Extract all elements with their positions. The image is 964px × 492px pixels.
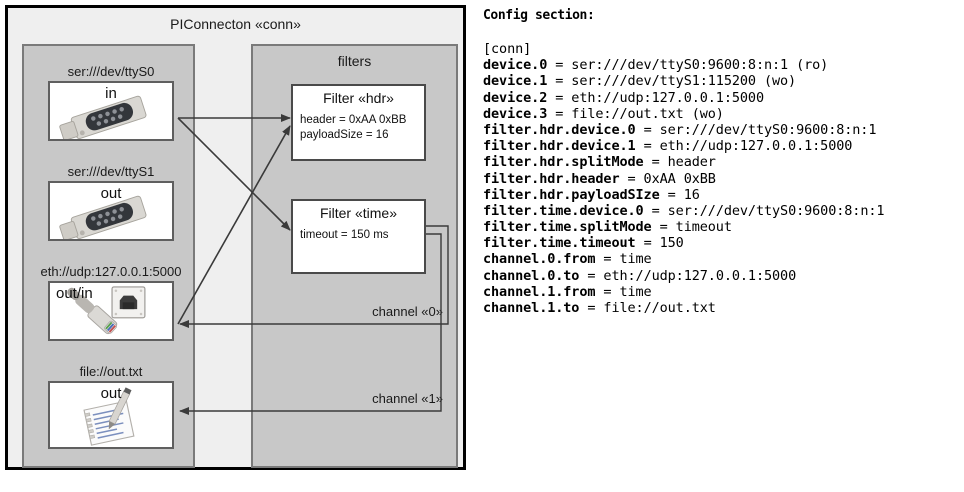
device-box[interactable]: in — [48, 81, 174, 141]
piconnector-diagram: PIConnecton «conn» ser:///dev/ttyS0 in — [5, 5, 466, 470]
device-file-out[interactable]: file://out.txt out — [48, 364, 174, 449]
diagram-title: PIConnecton «conn» — [170, 16, 301, 32]
config-line: filter.hdr.device.1 = eth://udp:127.0.0.… — [483, 138, 853, 155]
config-line: filter.time.timeout = 150 — [483, 235, 684, 252]
device-box[interactable]: out — [48, 181, 174, 241]
device-label: ser:///dev/ttyS1 — [67, 164, 155, 179]
config-line: filter.time.splitMode = timeout — [483, 219, 732, 236]
serial-port-icon — [59, 95, 147, 139]
filter-property: header = 0xAA 0xBB — [300, 114, 407, 126]
serial-port-icon — [59, 195, 147, 239]
device-ser-ttyS0[interactable]: ser:///dev/ttyS0 in — [48, 64, 174, 141]
device-io-label: out — [100, 185, 122, 202]
device-io-label: in — [105, 85, 117, 102]
device-ser-ttyS1[interactable]: ser:///dev/ttyS1 out — [48, 164, 174, 241]
config-line: channel.1.to = file://out.txt — [483, 300, 716, 316]
config-line: channel.1.from = time — [483, 283, 652, 300]
filter-title: Filter «hdr» — [323, 90, 394, 106]
text-file-icon — [83, 387, 135, 446]
filters-panel-title: filters — [337, 53, 372, 69]
config-lines: [conn]device.0 = ser:///dev/ttyS0:9600:8… — [483, 41, 885, 316]
config-section: Config section: [conn]device.0 = ser:///… — [483, 0, 961, 484]
config-line: device.3 = file://out.txt (wo) — [483, 105, 724, 122]
device-label: file://out.txt — [79, 364, 143, 379]
config-line: filter.hdr.header = 0xAA 0xBB — [483, 170, 716, 187]
filter-time[interactable]: Filter «time» timeout = 150 ms — [291, 199, 426, 274]
channel-1-label: channel «1» — [372, 391, 443, 406]
config-line: filter.hdr.payloadSIze = 16 — [483, 186, 700, 203]
config-line: filter.time.device.0 = ser:///dev/ttyS0:… — [483, 202, 885, 219]
config-line: device.1 = ser:///dev/ttyS1:115200 (wo) — [483, 73, 797, 90]
device-box[interactable]: out — [48, 381, 174, 449]
device-eth-udp[interactable]: eth://udp:127.0.0.1:5000 out/in — [41, 264, 181, 341]
device-label: eth://udp:127.0.0.1:5000 — [40, 264, 182, 279]
filter-property: payloadSize = 16 — [300, 129, 389, 141]
config-heading: Config section: — [483, 8, 595, 23]
config-line: filter.hdr.device.0 = ser:///dev/ttyS0:9… — [483, 121, 877, 138]
device-io-label: out/in — [56, 285, 93, 302]
config-line: filter.hdr.splitMode = header — [483, 154, 716, 171]
ethernet-jack-icon — [67, 286, 146, 335]
config-line: [conn] — [483, 41, 532, 57]
device-box[interactable]: out/in — [48, 281, 174, 341]
filter-title: Filter «time» — [319, 205, 398, 221]
config-line: channel.0.from = time — [483, 251, 652, 268]
filters-panel: filters Filter «hdr» header = 0xAA 0xBB … — [251, 44, 458, 468]
filter-hdr[interactable]: Filter «hdr» header = 0xAA 0xBB payloadS… — [291, 84, 426, 161]
config-line: device.2 = eth://udp:127.0.0.1:5000 — [483, 89, 764, 106]
device-io-label: out — [100, 385, 122, 402]
device-label: ser:///dev/ttyS0 — [67, 64, 155, 79]
channel-0-label: channel «0» — [372, 304, 443, 319]
devices-panel: ser:///dev/ttyS0 in — [22, 44, 195, 468]
config-line: device.0 = ser:///dev/ttyS0:9600:8:n:1 (… — [483, 57, 829, 74]
filter-property: timeout = 150 ms — [300, 229, 389, 241]
config-line: channel.0.to = eth://udp:127.0.0.1:5000 — [483, 267, 797, 284]
